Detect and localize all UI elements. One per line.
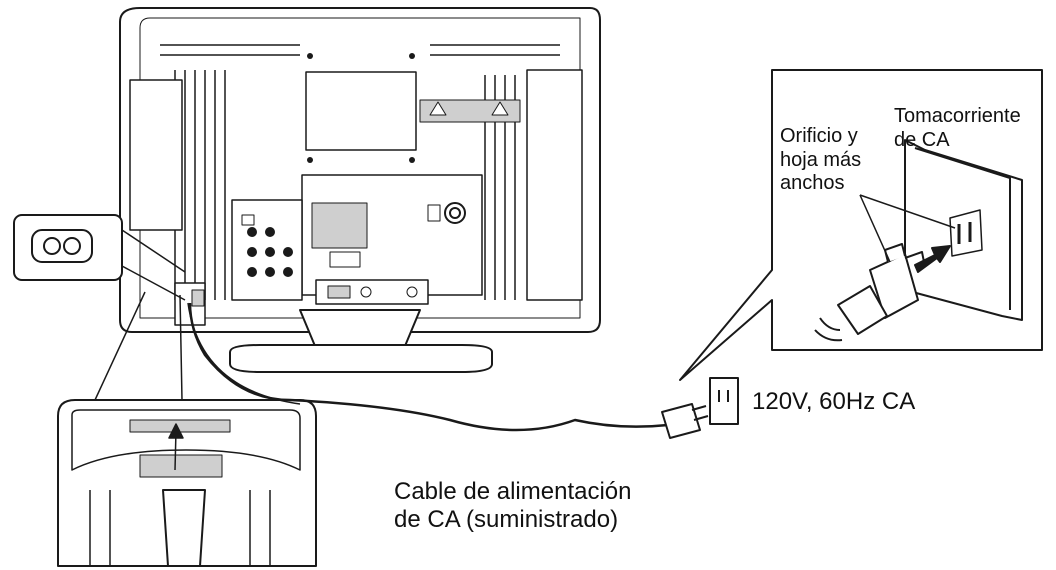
wall-outlet-small [709, 377, 739, 425]
power-cord [188, 302, 669, 432]
leader-wide-slot [859, 194, 956, 229]
ac-inlet-callout [13, 214, 186, 301]
label-wider-slot-blade: Orificio y hoja más anchos [780, 125, 862, 195]
power-cord-inner [187, 302, 301, 405]
tv-stand [229, 309, 493, 373]
inlet-connection-detail [57, 291, 317, 567]
plug-near-wall [661, 403, 709, 439]
tv-rear-panel [119, 7, 601, 333]
insert-arrow [914, 245, 951, 273]
label-ac-outlet: Tomacorriente de CA [894, 105, 1021, 151]
leader-wide-blade [859, 194, 891, 263]
plug-large [814, 243, 925, 342]
label-voltage: 120V, 60Hz CA [752, 388, 916, 415]
label-power-cord: Cable de alimentación de CA (suministrad… [394, 478, 632, 534]
wall-outlet-large [904, 139, 1023, 321]
